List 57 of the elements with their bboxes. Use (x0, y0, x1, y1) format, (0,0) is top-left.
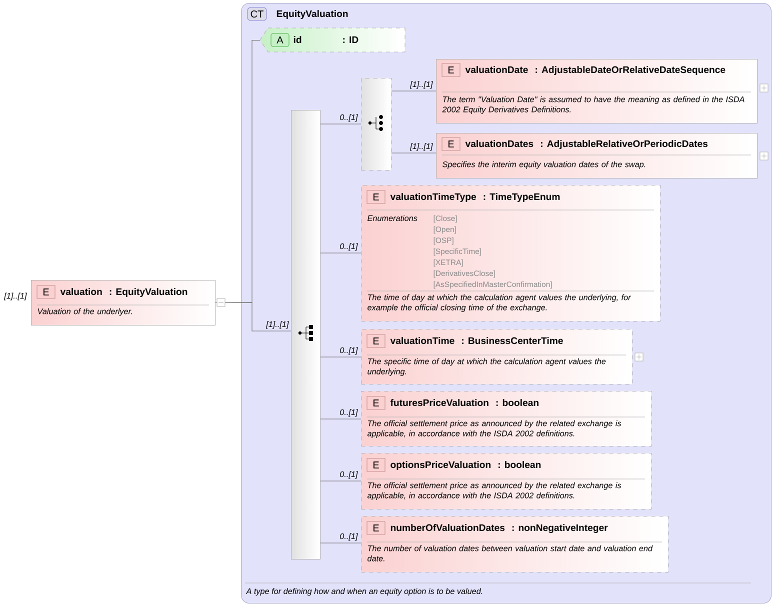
connector (320, 480, 362, 482)
description: A type for defining how and when an equity option is to be valued. (246, 588, 482, 596)
element-name: valuationDates (465, 140, 534, 148)
type-name: : boolean (496, 399, 538, 406)
element-badge: E (366, 190, 386, 204)
type-name: : EquityValuation (110, 288, 188, 297)
type-name: : ID (343, 36, 358, 43)
connector (320, 356, 362, 358)
element-badge: E (366, 334, 386, 348)
element-badge: E (366, 521, 386, 535)
element-name: valuationTimeType (390, 193, 476, 202)
element-name: numberOfValuationDates (390, 524, 505, 532)
connector (215, 302, 292, 332)
connector (391, 90, 436, 92)
type-name: : boolean (498, 461, 541, 468)
connector (320, 542, 362, 544)
description: The official settlement price as announced by the related exchange is applicable, in accordance with the ISDA 2002 definitions. (367, 482, 622, 500)
description: The number of valuation dates between valuation start date and valuation end date. (368, 545, 653, 562)
edge-label: 0..[1] (340, 114, 358, 122)
attribute-badge: A (270, 33, 290, 47)
type-name: : TimeTypeEnum (484, 193, 560, 202)
element-name: valuationTime (390, 337, 454, 344)
complex-type-badge: CT (247, 7, 267, 21)
element-name: valuationDate (465, 66, 528, 74)
element-badge: E (366, 458, 386, 472)
description: Valuation of the underlyer. (38, 308, 132, 316)
description: Specifies the interim equity valuation dates of the swap. (442, 161, 646, 169)
description: The specific time of day at which the calculation agent values the underlying. (368, 358, 606, 376)
element-name: valuation (60, 288, 102, 296)
edge-label: [1]..[1] (410, 143, 433, 151)
type-name: : AdjustableRelativeOrPeriodicDates (541, 140, 708, 149)
attribute-name: id (294, 36, 302, 44)
type-name: : BusinessCenterTime (462, 337, 563, 344)
type-title: EquityValuation (276, 10, 348, 19)
edge-label: 0..[1] (340, 471, 358, 479)
enumerations-label: Enumerations (368, 215, 418, 222)
type-name: : nonNegativeInteger (512, 524, 608, 534)
element-badge: E (366, 396, 386, 410)
edge-label: [1]..[1] (410, 81, 433, 89)
connector (320, 418, 362, 420)
edge-label: 0..[1] (340, 533, 358, 541)
element-name: futuresPriceValuation (390, 399, 488, 406)
edge-label: 0..[1] (340, 409, 358, 417)
element-badge: E (442, 137, 460, 151)
element-name: optionsPriceValuation (390, 461, 490, 470)
description: The time of day at which the calculation agent values the underlying, for example the official closing time of the exchange. (368, 294, 632, 312)
description: The official settlement price as announced by the related exchange is applicable, in accordance with the ISDA 2002 definitions. (367, 420, 622, 438)
connector (391, 152, 436, 154)
description: The term "Valuation Date" is assumed to have the meaning as defined in the ISDA 2002 Equity Derivatives Definitions. (442, 96, 744, 114)
type-name: : AdjustableDateOrRelativeDateSequence (536, 66, 726, 75)
edge-label: 0..[1] (340, 347, 358, 355)
edge-label: 0..[1] (340, 243, 358, 251)
cardinality-label: [1]..[1] (4, 292, 27, 300)
element-badge: E (36, 285, 56, 299)
connector (320, 252, 362, 254)
element-badge: E (442, 63, 460, 77)
edge-label: [1]..[1] (266, 321, 289, 329)
